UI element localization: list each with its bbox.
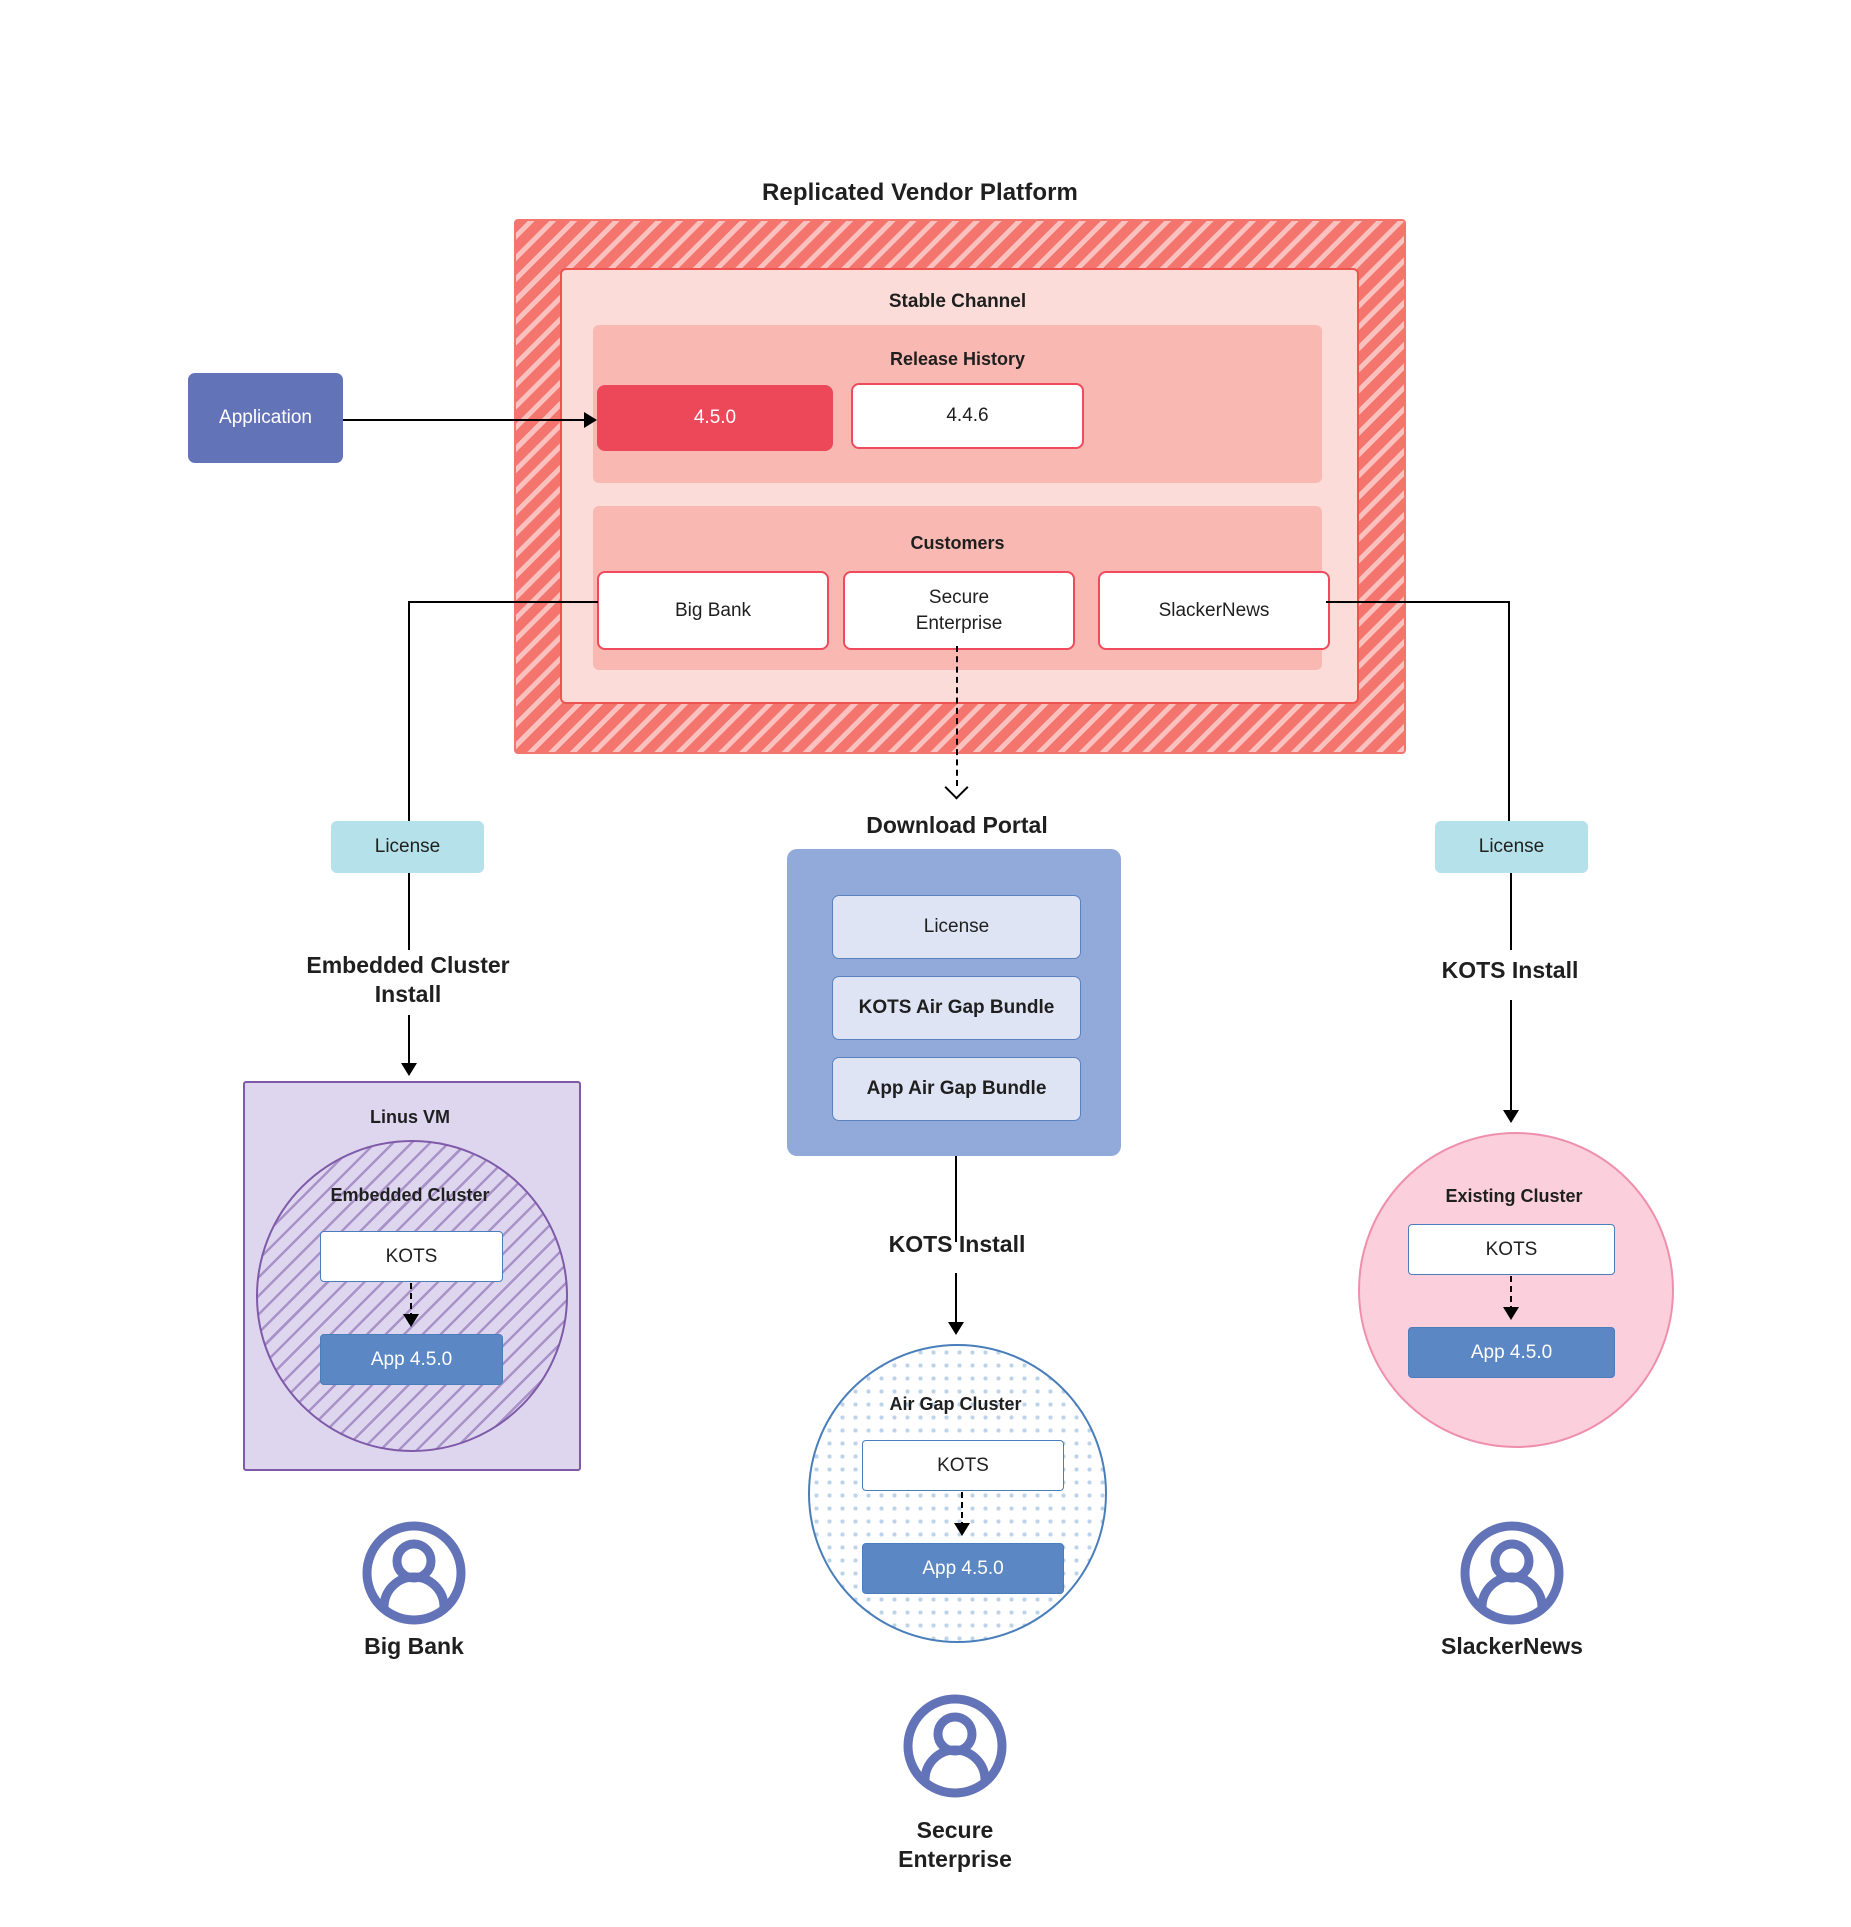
secure-enterprise-to-portal-chevron — [944, 775, 969, 800]
kots-to-app-arrowhead-embedded — [403, 1314, 419, 1327]
release-box-previous[interactable]: 4.4.6 — [851, 383, 1084, 449]
app-version-box-existing[interactable]: App 4.5.0 — [1408, 1327, 1615, 1378]
customer-box-label: Secure Enterprise — [915, 586, 1003, 634]
install-to-airgap-cluster-line — [955, 1273, 957, 1329]
left-install-to-vm-line — [408, 1015, 410, 1070]
embedded-cluster-circle — [256, 1140, 568, 1452]
application-to-release-line — [343, 419, 584, 421]
app-version-box-embedded[interactable]: App 4.5.0 — [320, 1334, 503, 1385]
linus-vm-label: Linus VM — [370, 1106, 450, 1127]
customer-box-secure-enterprise[interactable]: Secure Enterprise — [843, 571, 1075, 650]
stable-channel-label: Stable Channel — [888, 291, 1027, 312]
application-box[interactable]: Application — [188, 373, 343, 463]
release-history-label: Release History — [889, 348, 1026, 369]
air-gap-cluster-circle — [808, 1344, 1107, 1643]
portal-item-kots-air-gap-bundle[interactable]: KOTS Air Gap Bundle — [832, 976, 1081, 1040]
license-chip-left[interactable]: License — [331, 821, 484, 873]
kots-to-app-arrowhead-airgap — [954, 1523, 970, 1536]
customers-label: Customers — [910, 532, 1005, 553]
customer-box-label: SlackerNews — [1158, 599, 1270, 621]
kots-install-label-middle: KOTS Install — [888, 1231, 1026, 1258]
license-chip-right[interactable]: License — [1435, 821, 1588, 873]
kots-box-airgap[interactable]: KOTS — [862, 1440, 1064, 1491]
avatar-slackernews — [1460, 1521, 1564, 1625]
install-to-airgap-arrowhead — [948, 1322, 964, 1335]
kots-to-app-dashed-embedded — [410, 1283, 412, 1319]
application-to-release-arrowhead — [584, 412, 597, 428]
portal-to-install-line — [955, 1156, 957, 1242]
embedded-cluster-label: Embedded Cluster — [330, 1184, 490, 1205]
avatar-big-bank — [362, 1521, 466, 1625]
diagram-title: Replicated Vendor Platform — [761, 179, 1078, 206]
kots-install-label-right: KOTS Install — [1441, 957, 1579, 984]
customer-box-slackernews[interactable]: SlackerNews — [1098, 571, 1330, 650]
right-license-to-install-line — [1510, 873, 1512, 950]
kots-to-app-dashed-airgap — [961, 1492, 963, 1528]
download-portal-title: Download Portal — [866, 812, 1048, 839]
kots-to-app-arrowhead-existing — [1503, 1307, 1519, 1320]
slackernews-connector-vertical — [1508, 601, 1510, 821]
portal-item-license[interactable]: License — [832, 895, 1081, 959]
air-gap-cluster-label: Air Gap Cluster — [889, 1393, 1022, 1414]
kots-box-existing[interactable]: KOTS — [1408, 1224, 1615, 1275]
customer-name-secure-enterprise: Secure Enterprise — [898, 1816, 1012, 1872]
existing-cluster-label: Existing Cluster — [1445, 1185, 1583, 1206]
customer-name-big-bank: Big Bank — [364, 1633, 464, 1660]
release-box-current[interactable]: 4.5.0 — [597, 385, 833, 451]
customer-box-label: Big Bank — [674, 599, 752, 621]
app-version-box-airgap[interactable]: App 4.5.0 — [862, 1543, 1064, 1594]
secure-enterprise-to-portal-dashed — [956, 646, 958, 786]
customer-box-big-bank[interactable]: Big Bank — [597, 571, 829, 650]
kots-to-app-dashed-existing — [1510, 1276, 1512, 1312]
customer-name-slackernews: SlackerNews — [1441, 1633, 1583, 1660]
slackernews-connector-horizontal — [1326, 601, 1510, 603]
big-bank-connector-vertical — [408, 601, 410, 821]
embedded-cluster-install-label: Embedded Cluster Install — [306, 951, 510, 1007]
big-bank-connector-horizontal — [408, 601, 598, 603]
right-install-to-cluster-line — [1510, 1000, 1512, 1115]
kots-box-embedded[interactable]: KOTS — [320, 1231, 503, 1282]
portal-item-app-air-gap-bundle[interactable]: App Air Gap Bundle — [832, 1057, 1081, 1121]
right-install-arrowhead — [1503, 1110, 1519, 1123]
existing-cluster-circle — [1358, 1132, 1674, 1448]
avatar-secure-enterprise — [903, 1694, 1007, 1798]
left-install-arrowhead — [401, 1063, 417, 1076]
left-license-to-install-line — [408, 873, 410, 950]
